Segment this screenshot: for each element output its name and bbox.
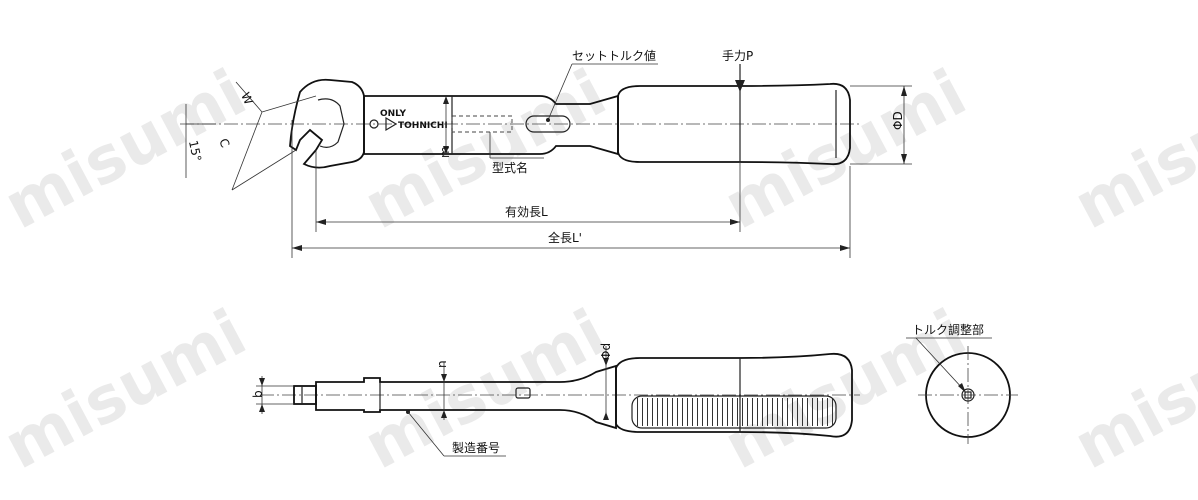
- hand-force-arrow: [735, 80, 745, 92]
- adjust-socket: [961, 388, 975, 402]
- dim-n: n: [435, 360, 449, 368]
- watermark: misumi: [0, 56, 258, 244]
- torque-adjust-label: トルク調整部: [912, 322, 984, 337]
- watermark-layer: misumi misumi misumi misumi misumi misum…: [0, 56, 1198, 484]
- total-length-label: 全長L': [548, 230, 582, 245]
- watermark: misumi: [1063, 296, 1198, 484]
- side-view: b n Φd 製造番号: [251, 343, 860, 457]
- side-shaft: [315, 364, 617, 430]
- dim-w: W: [238, 90, 256, 107]
- model-name-box: [451, 115, 513, 133]
- brand-only: ONLY: [380, 109, 407, 119]
- effective-length-label: 有効長L: [505, 204, 548, 219]
- watermark: misumi: [353, 56, 618, 244]
- set-torque-label: セットトルク値: [572, 48, 656, 63]
- serial-number-label: 製造番号: [452, 441, 500, 455]
- end-view: トルク調整部: [906, 322, 1018, 444]
- dim-m: m: [438, 146, 452, 158]
- dim-phi-D: ΦD: [891, 111, 905, 130]
- hand-force-label: 手力P: [722, 49, 753, 63]
- serial-plate: [515, 387, 531, 399]
- head-jaw: [317, 98, 345, 148]
- grip-knurl: [634, 398, 836, 426]
- wrench-head: [289, 78, 365, 169]
- angle-15: 15°: [186, 139, 204, 163]
- torque-window: [525, 115, 571, 133]
- brand-tohnichi: TOHNICHI: [398, 121, 448, 131]
- dim-phi-d: Φd: [599, 343, 613, 360]
- top-view: ONLY TOHNICHI 有効長L 全長L' ΦD 手力P: [180, 48, 912, 258]
- watermark: misumi: [0, 296, 258, 484]
- watermark: misumi: [713, 56, 978, 244]
- watermark: misumi: [1063, 56, 1198, 244]
- model-name-label: 型式名: [492, 160, 528, 175]
- dim-b: b: [251, 390, 265, 398]
